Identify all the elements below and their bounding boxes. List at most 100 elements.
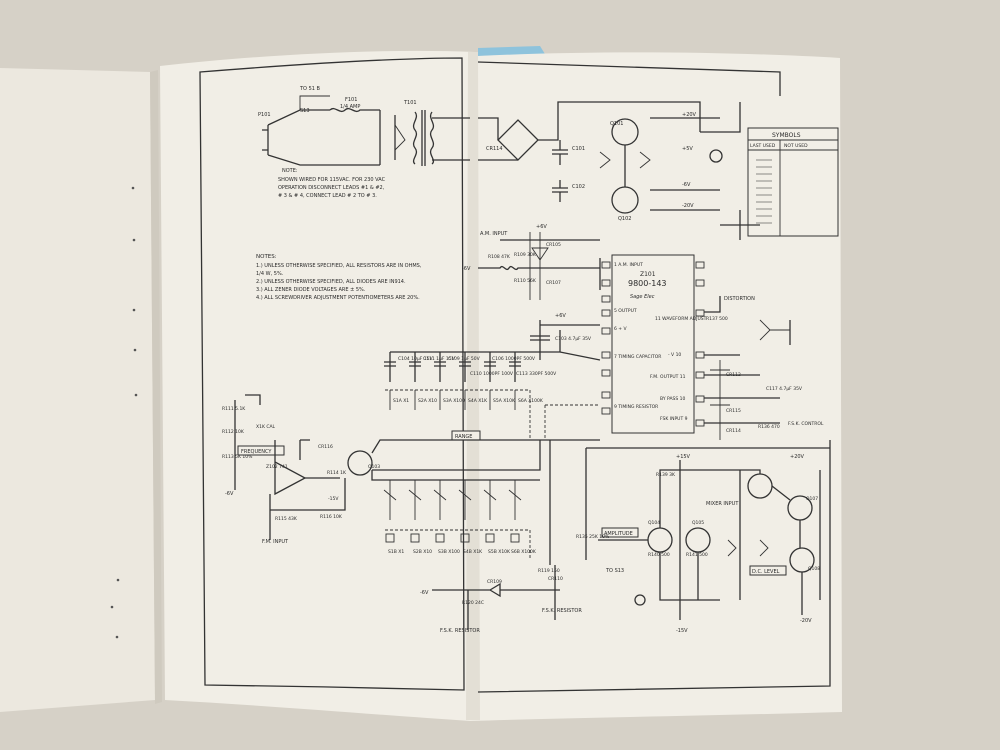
r139-label: R139 3K (656, 472, 676, 478)
range-title: RANGE (455, 434, 472, 440)
s13-label: S13 (300, 108, 310, 114)
ic-pin-fsk: FSK INPUT 9 (660, 416, 688, 422)
r109-label: R109 30K (514, 252, 537, 258)
ic-pin-1: 1 A.M. INPUT (614, 262, 643, 268)
r116-label: R116 10K (320, 514, 343, 520)
c117-label: C117 4.7µF 35V (766, 386, 803, 392)
q101-label: Q101 (610, 121, 623, 127)
fsk-resistor-label-2: F.S.K. RESISTOR (542, 608, 582, 614)
note-1: 1.) UNLESS OTHERWISE SPECIFIED, ALL RESI… (256, 263, 422, 269)
c111-label: C111 1µF 15V (423, 356, 456, 362)
r112-label: R112 10K (222, 429, 245, 435)
rail-plus5: +5V (682, 146, 693, 152)
power-supply: TO 51 B S13 1/4 AMP F101 T101 P101 CR114… (258, 86, 760, 240)
amp-plus20: +20V (790, 454, 805, 460)
ic-pin-fmout: F.M. OUTPUT 11 (650, 374, 686, 380)
c106-label: C106 1000PF 500V (492, 356, 536, 362)
amp-minus15: -15V (676, 628, 688, 634)
ic-pin-waveform: 11 WAVEFORM ADJUST (655, 316, 707, 322)
frame-left (199, 57, 465, 691)
s6b-label: S6B X100K (511, 549, 537, 555)
symbols-col1: LAST USED (750, 143, 776, 149)
power-note-1: SHOWN WIRED FOR 115VAC. FOR 230 VAC (278, 177, 386, 183)
s5a-label: S5A X10K (493, 398, 516, 404)
cr112-label: CR112 (726, 372, 741, 378)
transformer-primary (412, 111, 418, 165)
fsk-resistor-label: F.S.K. RESISTOR (440, 628, 480, 634)
z102-label: Z102 741 (266, 464, 288, 470)
r115-label: R115 43K (275, 516, 298, 522)
symbols-title: SYMBOLS (772, 132, 801, 139)
notes-title: NOTES: (256, 254, 277, 260)
cr109-label: CR109 (487, 579, 502, 585)
c103-label: C103 4.7µF 35V (555, 336, 592, 342)
cr115-label: CR115 (726, 408, 741, 414)
r114-label: R114 1K (327, 470, 347, 476)
r135-label: R135 25K 10% (576, 534, 610, 540)
ic-pin-6: 6 + V (614, 326, 627, 332)
r119-label: R119 150 (538, 568, 560, 574)
note-4: 4.) ALL SCREWDRIVER ADJUSTMENT POTENTIOM… (256, 295, 420, 301)
c113-label: C113 330PF 500V (516, 371, 557, 377)
frequency-label: FREQUENCY (241, 449, 272, 455)
r141-label: R141 500 (686, 552, 708, 558)
rail-minus20: -20V (682, 203, 694, 209)
power-note-2: OPERATION DISCONNECT LEADS #1 & #2, (278, 185, 385, 191)
s3a-label: S3A X100 (443, 398, 465, 404)
frame-right (477, 440, 831, 693)
s3b-label: S3B X100 (438, 549, 460, 555)
r113-label: R113 5K 10% (222, 454, 253, 460)
ic-pin-7: 7 TIMING CAPACITOR (614, 354, 661, 360)
s5b-label: S5B X10K (488, 549, 511, 555)
cal-label: X1K CAL (256, 424, 276, 430)
am-input-section: A.M. INPUT -6V +6V R108 47K R109 30K R11… (462, 224, 601, 300)
fsk-neg6: -6V (420, 590, 429, 596)
transformer-secondary (429, 111, 435, 165)
symbols-table: SYMBOLS LAST USED NOT USED (747, 127, 839, 237)
binding-holes (110, 186, 138, 639)
c102-label: C102 (572, 184, 585, 190)
c101-label: C101 (572, 146, 585, 152)
q108-label: Q108 (808, 566, 820, 572)
s1a-label: S1A X1 (393, 398, 409, 404)
s2b-label: S2B X10 (413, 549, 432, 555)
note-2: 2.) UNLESS OTHERWISE SPECIFIED, ALL DIOD… (256, 279, 406, 285)
r137-label: R137 500 (706, 316, 728, 322)
schematic-page (160, 50, 842, 722)
cr107-label: CR107 (546, 280, 561, 286)
cal-switches: S1B X1 S2B X10 S3B X100 S4B X1K S5B X10K… (383, 480, 537, 560)
fuse-label: 1/4 AMP (340, 104, 360, 110)
c109-label: C109 1µF 50V (448, 356, 481, 362)
s4b-label: S4B X1K (463, 549, 483, 555)
to-s13-label: TO S13 (605, 568, 624, 574)
power-note-title: NOTE: (282, 168, 298, 174)
f101-label: F101 (345, 97, 357, 103)
ic-pin-9: 9 TIMING RESISTOR (614, 404, 658, 410)
note-3: 3.) ALL ZENER DIODE VOLTAGES ARE ± 5%. (256, 287, 366, 293)
amplifier-section: +15V +20V R139 3K AMPLITUDE R135 25K 10%… (576, 447, 830, 634)
range-switches: S1A X1 S2A X10 S3A X100 S4A X1K S5A X10K… (385, 389, 600, 441)
symbols-col2: NOT USED (784, 143, 808, 149)
q104-label: Q104 (648, 520, 660, 526)
switch-label: TO 51 B (299, 86, 321, 92)
s6a-label: S6A X100K (518, 398, 544, 404)
r111-label: R111 5.1K (222, 406, 246, 412)
fsk-control-label: F.S.K. CONTROL (788, 421, 824, 427)
mixer-input-label: MIXER INPUT (706, 501, 739, 507)
s2a-label: S2A X10 (418, 398, 437, 404)
timing-capacitors: +6V C103 4.7µF 35V C104 10µF 15V C111 1µ… (384, 313, 601, 382)
note-1b: 1/4 W, 5%. (256, 271, 284, 277)
p101-label: P101 (258, 112, 271, 118)
output-section: CR112 CR115 CR114 R136 470 F.S.K. CONTRO… (710, 360, 824, 440)
am-neg-v: -6V (462, 266, 471, 272)
cr114-label: CR114 (726, 428, 741, 434)
ic-pin-vneg: - V 10 (668, 352, 681, 358)
frequency-section: R111 5.1K R112 10K R113 5K 10% X1K CAL F… (222, 394, 600, 545)
ic-part: 9800-143 (628, 279, 667, 288)
c110-label: C110 1000PF 100V (470, 371, 514, 377)
dc-level-label: D.C. LEVEL (752, 569, 780, 575)
amplitude-label: AMPLITUDE (604, 531, 633, 537)
fsk-section: -6V CR109 CR110 R119 150 R120 24C F.S.K.… (420, 440, 582, 634)
